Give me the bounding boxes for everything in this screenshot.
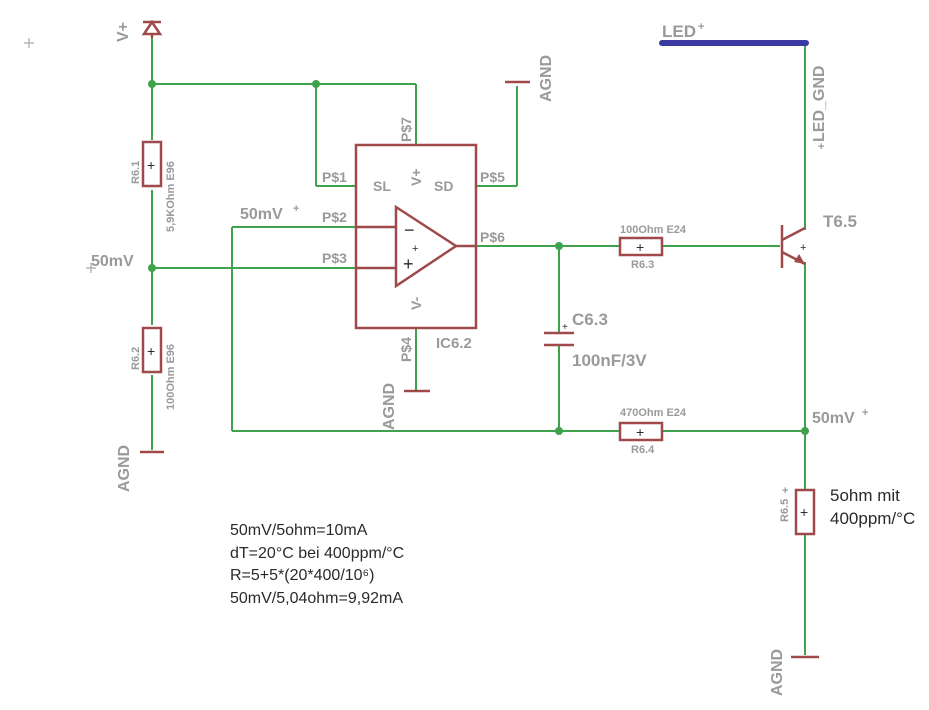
- t65-name: T6.5: [823, 212, 857, 231]
- r65-description-line2: 400ppm/°C: [830, 509, 915, 528]
- resistor-r65: +: [794, 488, 816, 536]
- capacitor-c63: +: [544, 322, 574, 347]
- pin-p4: P$4: [398, 337, 414, 362]
- origin-markers: [24, 38, 96, 273]
- label-origin-markers: + + + + +: [293, 21, 868, 497]
- r65-description-line1: 5ohm mit: [830, 486, 900, 505]
- opamp-inverting-sign: −: [404, 220, 415, 240]
- pin-p1: P$1: [322, 169, 347, 185]
- transistor-t65: +: [780, 225, 806, 268]
- svg-text:+: +: [636, 239, 644, 255]
- ic-label-sl: SL: [373, 178, 391, 194]
- svg-text:+: +: [293, 203, 299, 215]
- svg-text:+: +: [147, 343, 155, 359]
- r62-name: R6.2: [130, 347, 142, 370]
- label-agnd-left: AGND: [116, 445, 133, 492]
- pin-p2: P$2: [322, 209, 347, 225]
- r63-name: R6.3: [631, 259, 654, 271]
- svg-text:+: +: [862, 407, 868, 419]
- calc-line-3: R=5+5*(20*400/10⁶): [230, 567, 374, 584]
- ic-name: IC6.2: [436, 335, 472, 352]
- label-50mv-left: 50mV: [91, 253, 134, 270]
- opamp-noninverting-sign: +: [403, 254, 414, 274]
- r64-value: 470Ohm E24: [620, 407, 687, 419]
- svg-text:+: +: [147, 157, 155, 173]
- svg-text:+: +: [698, 21, 704, 33]
- r61-name: R6.1: [130, 161, 142, 184]
- label-led-plus: LED: [662, 22, 696, 41]
- label-agnd-mid: AGND: [381, 383, 398, 430]
- label-50mv-p2: 50mV: [240, 206, 283, 223]
- r65-name: R6.5: [779, 499, 791, 522]
- opamp-ic62: +: [354, 143, 478, 330]
- pin-p6: P$6: [480, 229, 505, 245]
- pin-p3: P$3: [322, 250, 347, 266]
- svg-text:+: +: [800, 504, 808, 520]
- r63-value: 100Ohm E24: [620, 224, 687, 236]
- calc-line-1: 50mV/5ohm=10mA: [230, 522, 368, 539]
- label-agnd-right: AGND: [769, 649, 786, 696]
- calc-line-4: 50mV/5,04ohm=9,92mA: [230, 590, 403, 607]
- vplus-supply-symbol: [141, 19, 163, 38]
- label-led-gnd: LED_GND: [811, 66, 828, 142]
- c63-name: C6.3: [572, 310, 608, 329]
- resistor-r62: +: [141, 326, 163, 374]
- ic-label-vminus: V-: [408, 296, 424, 310]
- r62-value: 100Ohm E96: [165, 344, 177, 410]
- wires: [151, 38, 806, 655]
- pin-p5: P$5: [480, 169, 505, 185]
- svg-text:+: +: [636, 424, 644, 440]
- pin-p7: P$7: [398, 117, 414, 142]
- resistor-r64: +: [618, 421, 664, 442]
- ic-label-sd: SD: [434, 178, 453, 194]
- svg-text:+: +: [562, 322, 568, 333]
- svg-text:+: +: [782, 485, 788, 497]
- calc-line-2: dT=20°C bei 400ppm/°C: [230, 545, 404, 562]
- label-vplus: V+: [115, 22, 132, 42]
- svg-text:+: +: [818, 141, 824, 153]
- r61-value: 5,9KOhm E96: [165, 161, 177, 232]
- svg-text:+: +: [412, 243, 418, 255]
- c63-value: 100nF/3V: [572, 351, 647, 370]
- resistor-r61: +: [141, 140, 163, 188]
- svg-text:+: +: [800, 242, 806, 254]
- junctions: [148, 80, 809, 435]
- r64-name: R6.4: [631, 444, 655, 456]
- ic-label-vplus: V+: [408, 168, 424, 186]
- label-50mv-right: 50mV: [812, 410, 855, 427]
- label-agnd-top: AGND: [538, 55, 555, 102]
- resistor-r63: +: [618, 236, 664, 257]
